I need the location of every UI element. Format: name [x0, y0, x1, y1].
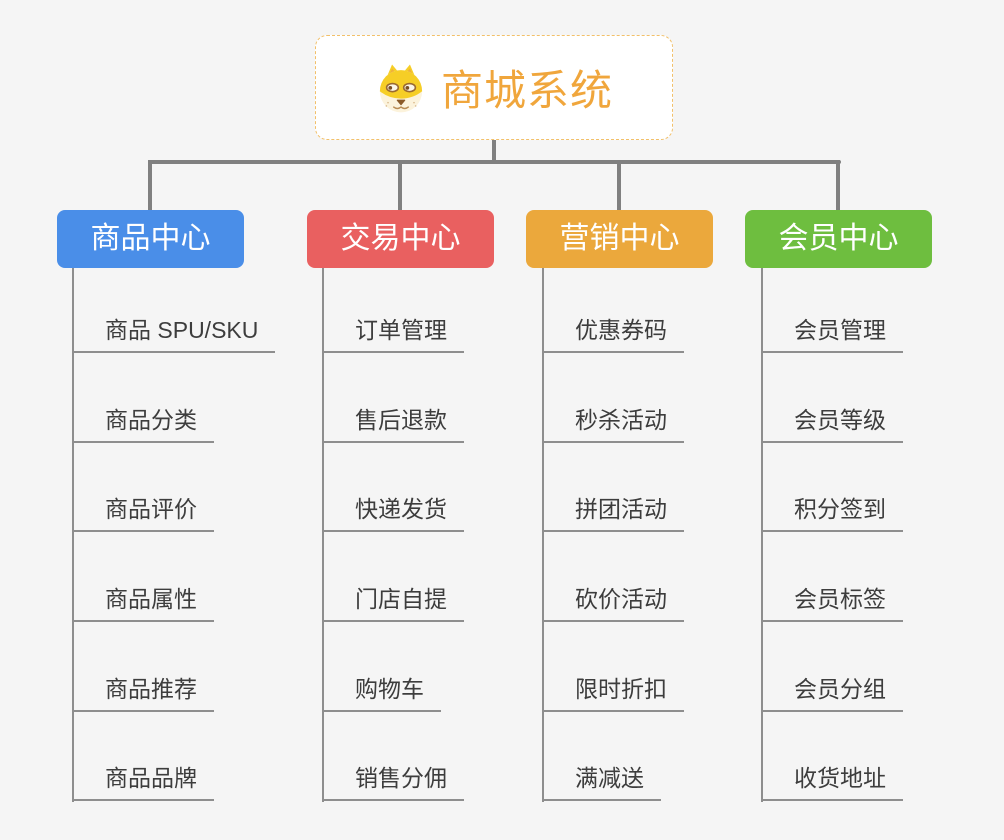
- leaf-item[interactable]: 会员管理: [761, 315, 903, 353]
- leaf-item[interactable]: 限时折扣: [542, 674, 684, 712]
- branch-trade-center[interactable]: 交易中心: [307, 210, 494, 268]
- root-node[interactable]: 商城系统: [315, 35, 673, 140]
- dog-face-icon: [375, 62, 427, 114]
- leaf-item[interactable]: 商品 SPU/SKU: [72, 315, 276, 353]
- leaf-item[interactable]: 门店自提: [322, 584, 464, 622]
- leaf-item[interactable]: 商品属性: [72, 584, 214, 622]
- connector-drop: [617, 160, 621, 212]
- leaf-item[interactable]: 销售分佣: [322, 763, 464, 801]
- connector-drop: [148, 160, 152, 212]
- branch-children-line: [322, 268, 324, 802]
- leaf-item[interactable]: 秒杀活动: [542, 405, 684, 443]
- branch-children-line: [761, 268, 763, 802]
- connector-root-stem: [492, 139, 496, 162]
- leaf-item[interactable]: 会员分组: [761, 674, 903, 712]
- branch-children-line: [542, 268, 544, 802]
- leaf-item[interactable]: 售后退款: [322, 405, 464, 443]
- leaf-item[interactable]: 订单管理: [322, 315, 464, 353]
- leaf-item[interactable]: 积分签到: [761, 494, 903, 532]
- leaf-item[interactable]: 商品推荐: [72, 674, 214, 712]
- leaf-item[interactable]: 快递发货: [322, 494, 464, 532]
- branch-product-center[interactable]: 商品中心: [57, 210, 244, 268]
- branch-member-center[interactable]: 会员中心: [745, 210, 932, 268]
- leaf-item[interactable]: 会员标签: [761, 584, 903, 622]
- branch-children-line: [72, 268, 74, 802]
- connector-drop: [836, 160, 840, 212]
- leaf-item[interactable]: 拼团活动: [542, 494, 684, 532]
- branch-marketing-center[interactable]: 营销中心: [526, 210, 713, 268]
- leaf-item[interactable]: 商品评价: [72, 494, 214, 532]
- root-title: 商城系统: [440, 67, 613, 114]
- leaf-item[interactable]: 购物车: [322, 674, 441, 712]
- leaf-item[interactable]: 满减送: [542, 763, 661, 801]
- leaf-item[interactable]: 砍价活动: [542, 584, 684, 622]
- connector-bus: [148, 160, 841, 164]
- leaf-item[interactable]: 收货地址: [761, 763, 903, 801]
- leaf-item[interactable]: 会员等级: [761, 405, 903, 443]
- leaf-item[interactable]: 优惠券码: [542, 315, 684, 353]
- connector-drop: [398, 160, 402, 212]
- leaf-item[interactable]: 商品分类: [72, 405, 214, 443]
- leaf-item[interactable]: 商品品牌: [72, 763, 214, 801]
